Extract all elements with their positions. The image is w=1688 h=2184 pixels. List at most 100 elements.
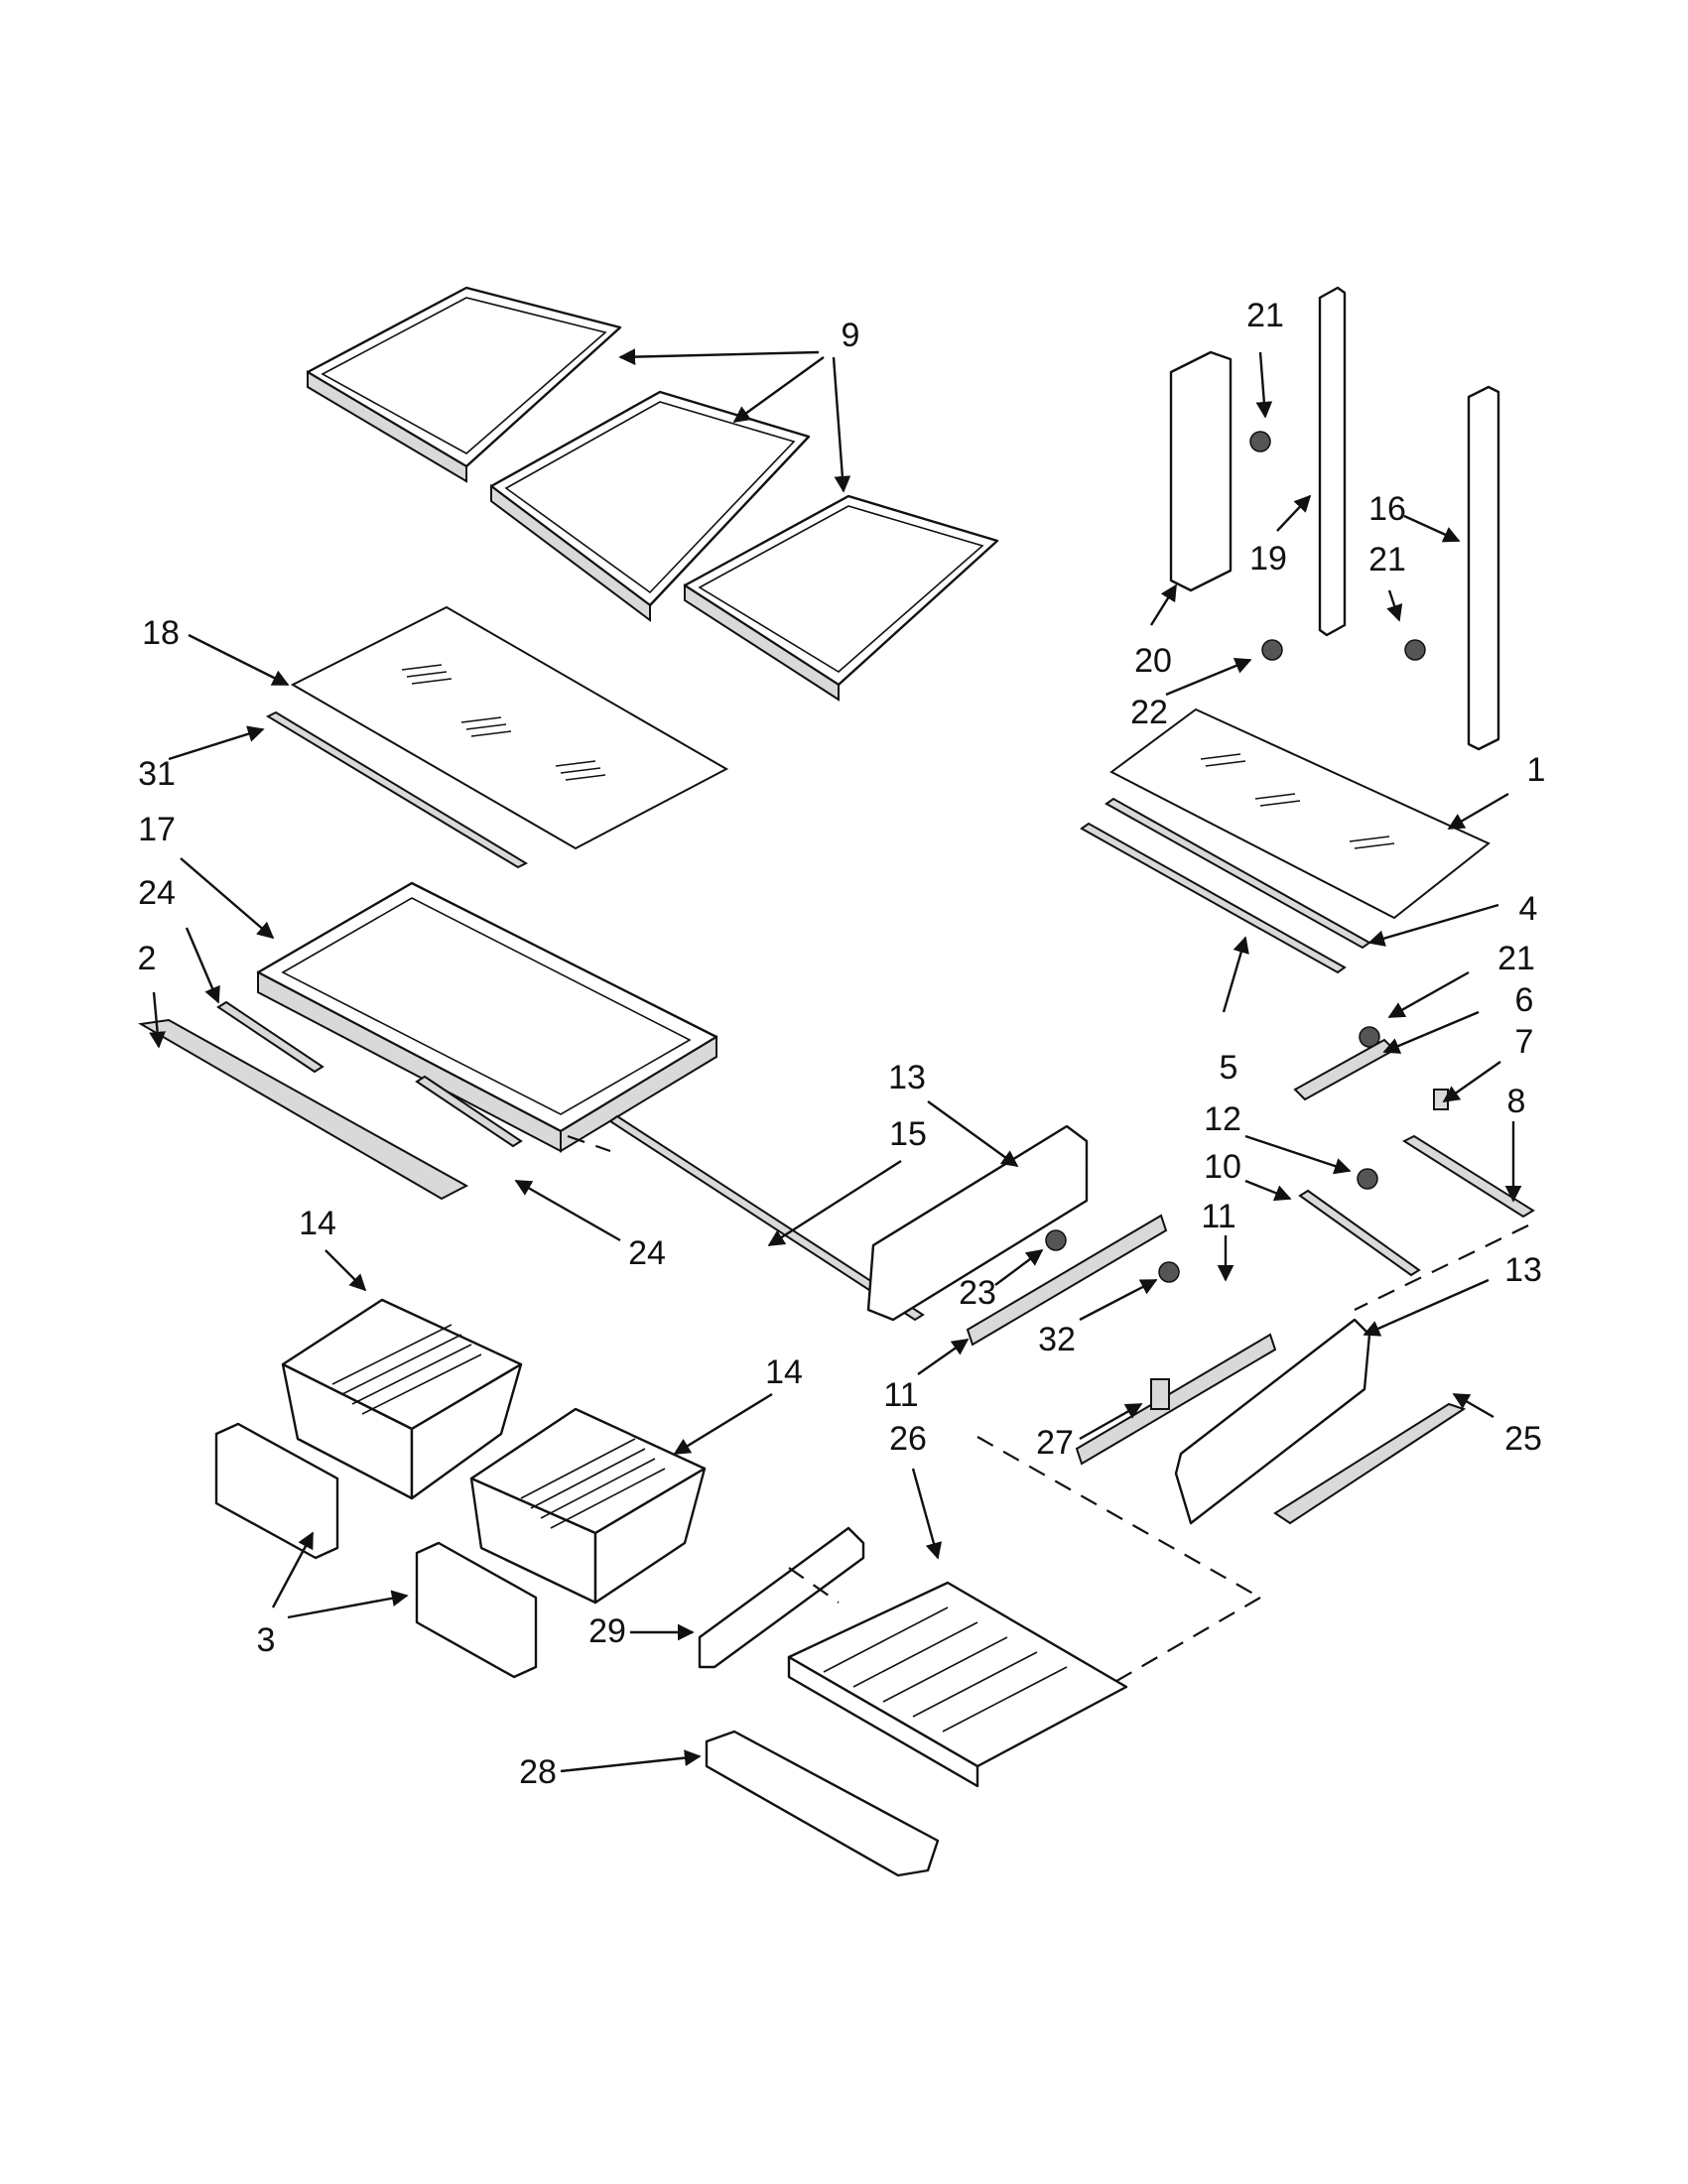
bracket-6 xyxy=(1293,1038,1396,1101)
leader-28 xyxy=(560,1749,702,1773)
leader-14-right xyxy=(673,1392,773,1456)
callout-14-left: 14 xyxy=(299,1205,336,1242)
slide-rail-lower xyxy=(1075,1333,1277,1466)
glass-shelf-right xyxy=(1109,707,1491,920)
shelf-tray-2 xyxy=(489,390,811,622)
vertical-bracket-left xyxy=(1169,350,1233,592)
leader-3b xyxy=(287,1590,409,1619)
callout-11-lower: 11 xyxy=(883,1376,918,1414)
leader-32 xyxy=(1079,1278,1158,1322)
pan-drawer-front xyxy=(705,1730,940,1877)
leader-9c xyxy=(832,356,851,493)
leader-17 xyxy=(180,857,275,940)
bracket-8 xyxy=(1401,1134,1535,1219)
drawer-front-left xyxy=(214,1422,339,1560)
screw-32 xyxy=(1158,1261,1180,1283)
leader-11-lower xyxy=(917,1339,970,1375)
leader-10 xyxy=(1244,1179,1292,1202)
drawer-divider xyxy=(698,1526,865,1669)
callout-9: 9 xyxy=(842,317,860,354)
crisper-drawer-right xyxy=(469,1407,707,1605)
leader-21-lower xyxy=(1387,970,1470,1019)
glass-shelf-left xyxy=(290,605,729,850)
pan-drawer xyxy=(787,1581,1128,1788)
leader-15 xyxy=(767,1159,902,1247)
leader-27 xyxy=(1079,1402,1143,1441)
callout-26: 26 xyxy=(889,1420,927,1458)
callout-8: 8 xyxy=(1507,1083,1526,1120)
leader-2 xyxy=(149,991,166,1049)
leader-21-upper xyxy=(1255,351,1273,419)
leader-24-lower xyxy=(514,1179,621,1242)
callout-21-upper: 21 xyxy=(1246,297,1284,334)
leader-5 xyxy=(1222,936,1249,1013)
leader-9a xyxy=(618,348,820,366)
callout-27: 27 xyxy=(1036,1424,1074,1462)
callout-20: 20 xyxy=(1134,642,1172,680)
callout-17: 17 xyxy=(138,811,176,848)
leader-3a xyxy=(271,1531,315,1608)
shelf-tray-3 xyxy=(683,494,999,702)
side-support-right xyxy=(1174,1318,1371,1525)
screw-12 xyxy=(1357,1168,1378,1190)
leader-9b xyxy=(732,356,825,423)
leader-1 xyxy=(1447,792,1509,831)
side-support-left xyxy=(866,1124,1089,1322)
shelf-trim-strip-left xyxy=(265,710,529,869)
callout-24-upper: 24 xyxy=(138,874,176,912)
callout-12: 12 xyxy=(1204,1100,1241,1138)
callout-15: 15 xyxy=(889,1115,927,1153)
callout-14-right: 14 xyxy=(765,1353,803,1391)
leader-7 xyxy=(1442,1061,1501,1102)
callout-29: 29 xyxy=(588,1612,626,1650)
vertical-bracket-right xyxy=(1467,385,1500,751)
screw-22 xyxy=(1261,639,1283,661)
leader-4 xyxy=(1367,903,1499,947)
leader-12 xyxy=(1244,1134,1352,1175)
assembly-dashed-line-pan xyxy=(1105,1597,1261,1688)
screw-21-lower xyxy=(1359,1026,1380,1048)
leader-26 xyxy=(911,1468,943,1560)
assembly-dashed-line-rail xyxy=(567,1134,611,1153)
assembly-dashed-line-divider xyxy=(788,1567,840,1604)
leader-21-middle xyxy=(1386,589,1403,622)
callout-1: 1 xyxy=(1527,751,1546,789)
leader-25 xyxy=(1452,1392,1494,1419)
clip xyxy=(1150,1378,1170,1410)
leader-19 xyxy=(1276,494,1312,532)
shelf-ladder-rail xyxy=(1318,286,1347,637)
slide-rail-upper xyxy=(966,1214,1168,1347)
shelf-frame xyxy=(256,881,718,1153)
leader-18 xyxy=(188,633,290,687)
shelf-slide-bracket-upper xyxy=(216,1000,325,1074)
callout-22: 22 xyxy=(1130,694,1168,731)
callout-23: 23 xyxy=(959,1274,996,1312)
callout-24-lower: 24 xyxy=(628,1234,666,1272)
callout-3: 3 xyxy=(257,1621,276,1659)
callout-6: 6 xyxy=(1515,981,1534,1019)
leader-6 xyxy=(1382,1010,1480,1054)
leader-31 xyxy=(168,725,265,761)
screw-21-middle xyxy=(1404,639,1426,661)
pan-support-rail xyxy=(1273,1402,1467,1525)
callout-21-lower: 21 xyxy=(1497,940,1535,977)
long-rail xyxy=(608,1114,925,1322)
callout-21-middle: 21 xyxy=(1368,541,1406,578)
screw-21-upper xyxy=(1249,431,1271,452)
leader-13-upper xyxy=(927,1100,1019,1167)
callout-11-upper: 11 xyxy=(1201,1198,1235,1235)
drawer-front-right xyxy=(415,1541,538,1679)
callout-19: 19 xyxy=(1249,540,1287,578)
leader-16 xyxy=(1403,514,1461,543)
callout-13-lower: 13 xyxy=(1504,1251,1542,1289)
callout-16: 16 xyxy=(1368,490,1406,528)
callout-25: 25 xyxy=(1504,1420,1542,1458)
front-trim xyxy=(138,1018,469,1201)
crisper-drawer-left xyxy=(281,1298,523,1500)
leader-22 xyxy=(1165,657,1252,697)
assembly-dashed-line-right xyxy=(1354,1224,1529,1311)
bracket-10 xyxy=(1298,1189,1421,1277)
leader-24-upper xyxy=(185,927,220,1004)
callout-7: 7 xyxy=(1515,1023,1534,1061)
